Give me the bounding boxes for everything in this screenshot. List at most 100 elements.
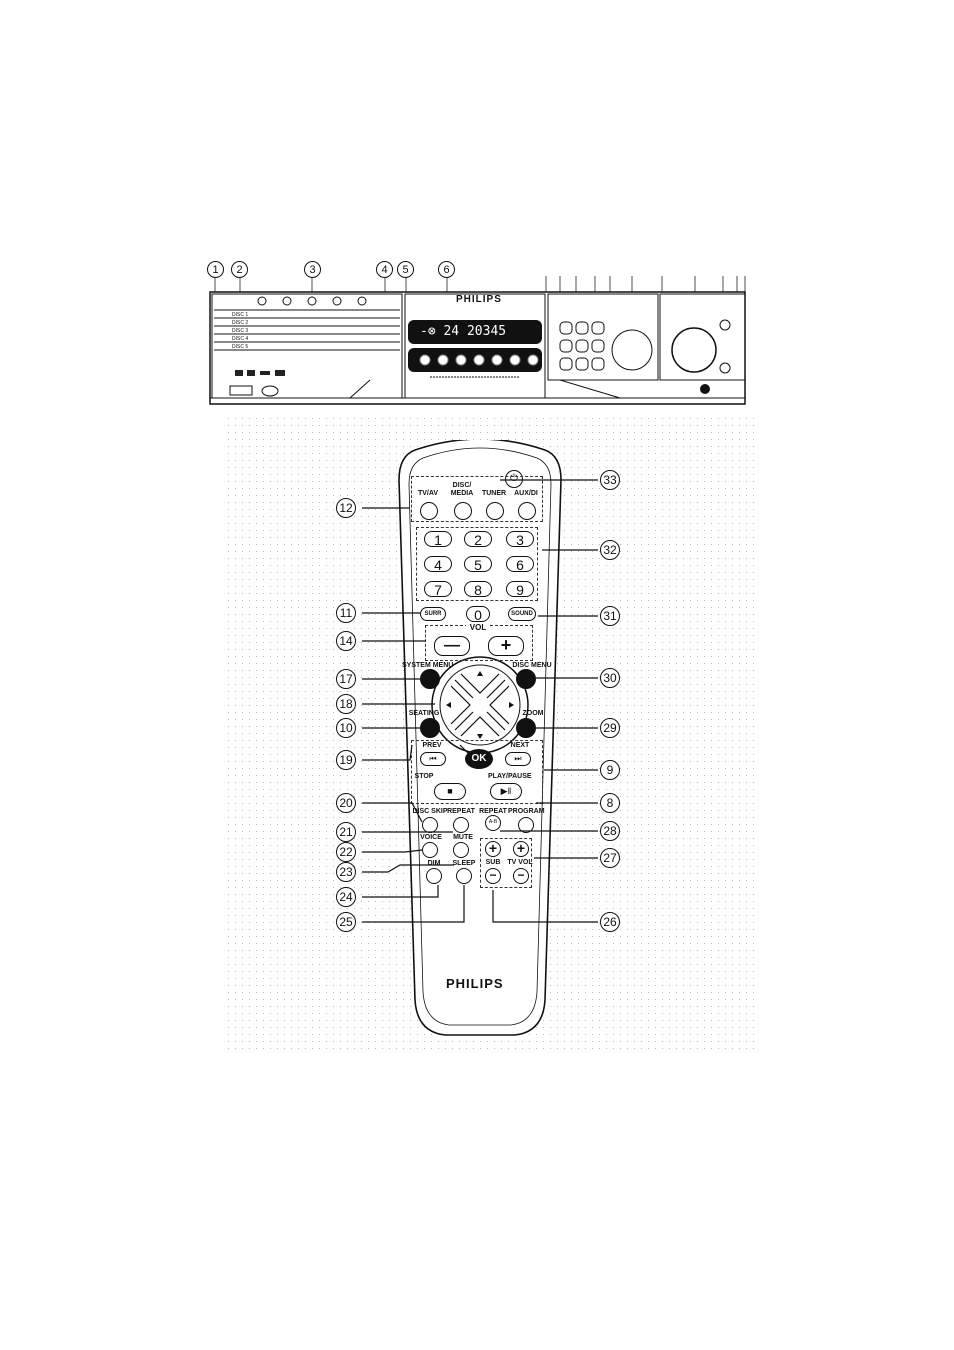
tv-vol-plus-button[interactable]: + bbox=[513, 841, 529, 857]
sleep-button[interactable] bbox=[456, 868, 472, 884]
program-button[interactable] bbox=[518, 817, 534, 833]
vol-label: VOL bbox=[466, 623, 490, 632]
callout-30: 30 bbox=[600, 668, 620, 688]
digit-4-button[interactable]: 4 bbox=[424, 556, 452, 573]
system-menu-label: SYSTEM MENU bbox=[402, 662, 454, 669]
tuner-button[interactable] bbox=[486, 502, 504, 520]
callout-11: 11 bbox=[336, 603, 356, 623]
callout-33: 33 bbox=[600, 470, 620, 490]
front-panel-drawing bbox=[209, 276, 746, 405]
tv-vol-label: TV VOL bbox=[507, 859, 533, 866]
tv-av-button[interactable] bbox=[420, 502, 438, 520]
front-panel-logo: PHILIPS bbox=[456, 294, 502, 305]
sub-plus-button[interactable]: + bbox=[485, 841, 501, 857]
callout-2: 2 bbox=[231, 261, 248, 278]
disc-slot-2: DISC 2 bbox=[232, 320, 249, 326]
disc-media-button[interactable] bbox=[454, 502, 472, 520]
prev-button[interactable]: ⏮ bbox=[420, 752, 446, 766]
repeat-ab-label: REPEAT bbox=[479, 808, 507, 815]
ok-button[interactable]: OK bbox=[465, 749, 493, 769]
transport-outline bbox=[411, 740, 543, 804]
vol-minus-button[interactable]: — bbox=[434, 636, 470, 656]
voice-button[interactable] bbox=[422, 842, 438, 858]
callout-17: 17 bbox=[336, 669, 356, 689]
disc-menu-label: DISC MENU bbox=[512, 662, 552, 669]
sound-button[interactable]: SOUND bbox=[508, 607, 536, 621]
dim-button[interactable] bbox=[426, 868, 442, 884]
callout-32: 32 bbox=[600, 540, 620, 560]
callout-10: 10 bbox=[336, 718, 356, 738]
disc-menu-button[interactable] bbox=[516, 669, 536, 689]
next-label: NEXT bbox=[510, 742, 530, 749]
front-panel-display: -⊗ 24 20345 bbox=[420, 324, 507, 339]
digit-6-button[interactable]: 6 bbox=[506, 556, 534, 573]
vol-plus-button[interactable]: + bbox=[488, 636, 524, 656]
mute-label: MUTE bbox=[453, 834, 473, 841]
tv-av-label: TV/AV bbox=[417, 490, 439, 497]
callout-9: 9 bbox=[600, 760, 620, 780]
callout-12: 12 bbox=[336, 498, 356, 518]
dim-label: DIM bbox=[427, 860, 441, 867]
sub-label: SUB bbox=[485, 859, 501, 866]
callout-19: 19 bbox=[336, 750, 356, 770]
zoom-button[interactable] bbox=[516, 718, 536, 738]
callout-22: 22 bbox=[336, 842, 356, 862]
power-button[interactable]: ⏻ bbox=[505, 470, 523, 488]
callout-25: 25 bbox=[336, 912, 356, 932]
digit-3-button[interactable]: 3 bbox=[506, 531, 534, 548]
remote-leader-lines bbox=[362, 479, 598, 923]
repeat-button[interactable] bbox=[453, 817, 469, 833]
disc-slot-5: DISC 5 bbox=[232, 344, 249, 350]
callout-20: 20 bbox=[336, 793, 356, 813]
digit-5-button[interactable]: 5 bbox=[464, 556, 492, 573]
seating-label: SEATING bbox=[408, 710, 440, 717]
aux-di-label: AUX/DI bbox=[514, 490, 538, 497]
digit-9-button[interactable]: 9 bbox=[506, 581, 534, 598]
aux-di-button[interactable] bbox=[518, 502, 536, 520]
digit-2-button[interactable]: 2 bbox=[464, 531, 492, 548]
callout-28: 28 bbox=[600, 821, 620, 841]
callout-14: 14 bbox=[336, 631, 356, 651]
digit-7-button[interactable]: 7 bbox=[424, 581, 452, 598]
callout-3: 3 bbox=[304, 261, 321, 278]
callout-31: 31 bbox=[600, 606, 620, 626]
callout-24: 24 bbox=[336, 887, 356, 907]
disc-slot-1: DISC 1 bbox=[232, 312, 249, 318]
voice-label: VOICE bbox=[420, 834, 442, 841]
seating-button[interactable] bbox=[420, 718, 440, 738]
digit-8-button[interactable]: 8 bbox=[464, 581, 492, 598]
sub-minus-button[interactable]: − bbox=[485, 868, 501, 884]
next-button[interactable]: ⏭ bbox=[505, 752, 531, 766]
disc-skip-label: DISC SKIP bbox=[412, 808, 448, 815]
digit-1-button[interactable]: 1 bbox=[424, 531, 452, 548]
zoom-label: ZOOM bbox=[522, 710, 544, 717]
play-pause-button[interactable]: ▶‖ bbox=[490, 783, 522, 800]
tv-vol-minus-button[interactable]: − bbox=[513, 868, 529, 884]
callout-26: 26 bbox=[600, 912, 620, 932]
disc-slot-3: DISC 3 bbox=[232, 328, 249, 334]
keypad-outline bbox=[416, 527, 538, 601]
sub-tvvol-outline bbox=[480, 838, 532, 888]
callout-5: 5 bbox=[397, 261, 414, 278]
callout-27: 27 bbox=[600, 848, 620, 868]
disc-media-label: DISC/ MEDIA bbox=[450, 482, 474, 497]
callout-29: 29 bbox=[600, 718, 620, 738]
repeat-ab-button[interactable]: A-B bbox=[485, 815, 501, 831]
callout-1: 1 bbox=[207, 261, 224, 278]
callout-18: 18 bbox=[336, 694, 356, 714]
digit-0-button[interactable]: 0 bbox=[466, 606, 490, 623]
system-menu-button[interactable] bbox=[420, 669, 440, 689]
callout-8: 8 bbox=[600, 793, 620, 813]
callout-4: 4 bbox=[376, 261, 393, 278]
mute-button[interactable] bbox=[453, 842, 469, 858]
sleep-label: SLEEP bbox=[452, 860, 476, 867]
callout-6: 6 bbox=[438, 261, 455, 278]
program-label: PROGRAM bbox=[508, 808, 545, 815]
surr-button[interactable]: SURR bbox=[420, 607, 446, 621]
callout-21: 21 bbox=[336, 822, 356, 842]
play-pause-label: PLAY/PAUSE bbox=[488, 773, 532, 780]
remote-logo: PHILIPS bbox=[446, 976, 504, 991]
stop-button[interactable]: ■ bbox=[434, 783, 466, 800]
repeat-label: REPEAT bbox=[447, 808, 475, 815]
callout-23: 23 bbox=[336, 862, 356, 882]
